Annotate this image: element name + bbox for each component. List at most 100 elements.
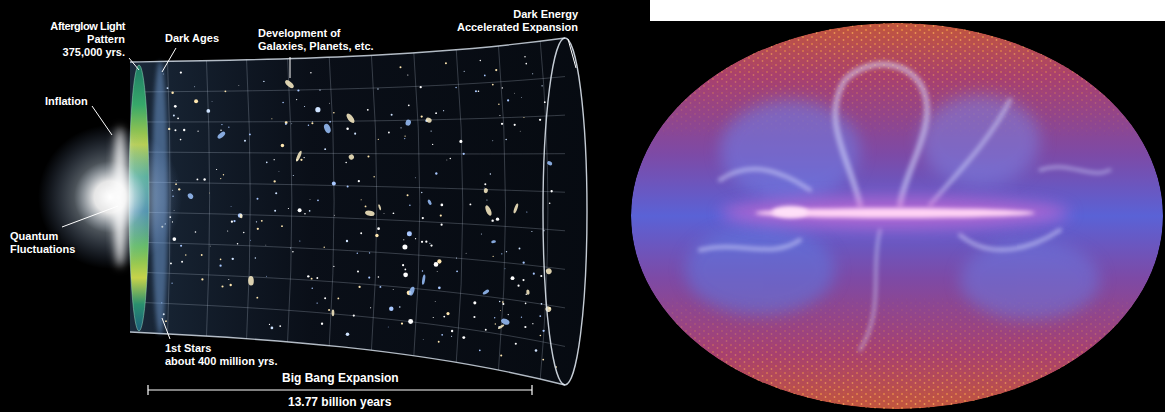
star [275,192,277,194]
star [173,115,175,117]
star [504,268,506,270]
star [379,286,381,288]
star [403,272,408,277]
star [393,212,395,214]
star [507,99,509,101]
star [437,259,441,263]
grid-line [247,60,251,339]
star [436,270,438,272]
star [491,220,493,222]
star [274,159,275,160]
star [524,326,526,328]
star [388,132,390,134]
star [323,247,324,248]
star [221,124,222,125]
star [224,90,226,92]
star [250,239,252,241]
star [492,84,494,86]
star [389,306,393,310]
star [495,323,496,324]
star [282,102,284,104]
star [231,221,233,223]
star [346,240,348,242]
grid-line [329,57,334,345]
star [392,288,394,290]
star [269,324,270,325]
expansion-cone [130,38,587,385]
star [333,266,334,267]
star [407,74,408,75]
star [455,87,456,88]
grid-line [206,61,209,336]
galaxy [421,274,425,285]
star [515,343,517,345]
star [434,262,439,267]
star [407,231,412,236]
star [172,237,176,241]
star [478,90,480,92]
star [378,139,379,140]
star [494,317,495,318]
star [216,169,217,170]
galaxy [323,123,332,134]
star [266,162,268,164]
star [440,214,442,216]
star [333,214,335,216]
star [438,341,440,343]
grid-line [456,50,463,363]
galaxy [345,112,356,124]
star [377,88,378,89]
star [257,228,259,230]
star [265,244,267,246]
star [170,262,172,264]
galaxy [284,79,295,90]
star [281,225,283,227]
galaxy [500,317,510,325]
star [435,112,437,114]
galaxy [526,289,530,295]
star [347,185,349,187]
star [230,206,232,208]
galaxy [483,188,488,194]
star [525,303,527,305]
axis-title: Big Bang Expansion [282,371,399,385]
star [456,257,457,258]
galaxy [295,150,303,162]
star [456,270,458,272]
galaxy [365,210,375,217]
star [502,87,503,88]
star [435,172,437,174]
star [310,72,311,73]
star [443,316,445,318]
galaxy [427,199,432,205]
star [244,140,246,142]
star [459,140,462,143]
star [324,297,326,299]
galaxy [546,160,552,166]
galaxy [484,204,493,216]
star [544,101,546,103]
star [522,279,524,281]
star [409,205,410,206]
star [502,301,504,303]
grid-line [142,152,565,154]
star [365,206,367,208]
star [317,199,319,201]
era-label: Dark Ages [165,32,219,45]
galaxy [513,203,519,214]
era-label: 1st Stars about 400 million yrs. [165,342,281,368]
star [228,126,229,127]
star [540,335,542,337]
star [438,286,441,289]
star [211,100,213,102]
star [432,144,433,145]
star [304,106,305,107]
grid-line [414,53,420,356]
star [499,115,500,116]
star [357,271,359,273]
star [473,316,475,318]
star [430,244,432,246]
star [346,128,349,131]
star [387,326,389,328]
star [261,220,263,222]
